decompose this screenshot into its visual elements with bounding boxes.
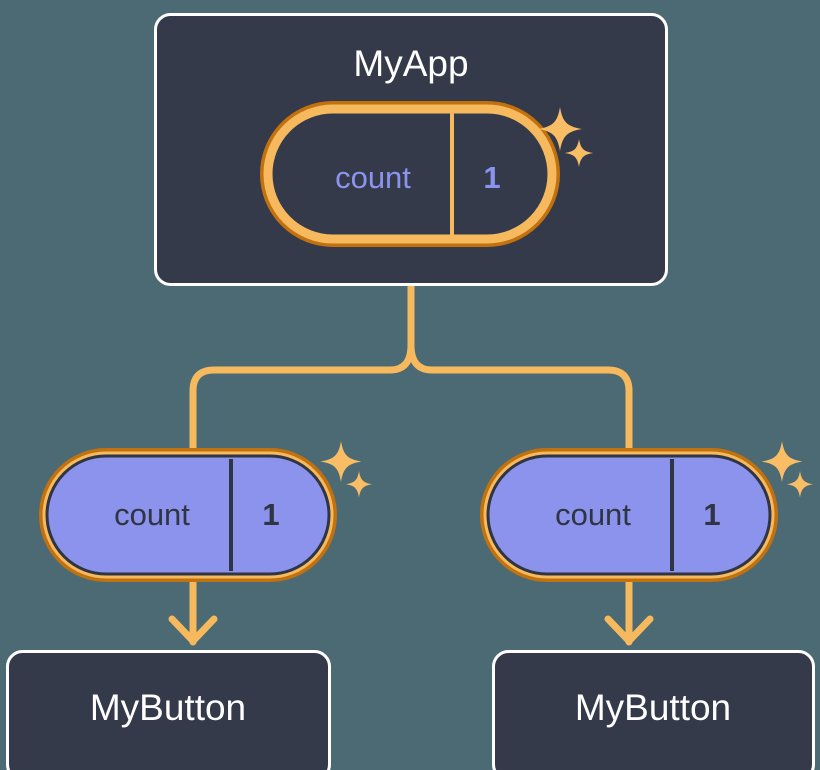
sparkle-small [346, 471, 372, 498]
node-card-mybutton-1[interactable]: MyButton [492, 650, 815, 770]
arrow-down-icon [168, 571, 654, 646]
pill-fill [45, 454, 331, 576]
sparkle-four-point-icon [761, 441, 813, 498]
signal-value-label: 1 [703, 497, 720, 532]
branch-connector-icon [189, 281, 633, 474]
sparkle-large [320, 441, 362, 482]
sparkle-small [787, 471, 813, 498]
signal-value-label: 1 [262, 497, 279, 532]
connector-left-leg [189, 341, 415, 474]
signal-key-label: count [335, 160, 411, 195]
page-title: MyApp [353, 43, 468, 84]
signal-key-label: count [555, 497, 631, 532]
pill-fill [486, 454, 772, 576]
signal-value-label: 1 [483, 160, 500, 195]
sparkle-four-point-icon [320, 441, 372, 498]
card-body [492, 650, 815, 770]
signal-pill-root[interactable]: count 1 [260, 101, 560, 247]
sparkle-large [761, 441, 803, 482]
card-body [6, 650, 331, 770]
card-title-label: MyButton [90, 687, 246, 728]
signal-key-label: count [114, 497, 190, 532]
card-title-label: MyButton [575, 687, 731, 728]
signal-pill-branch-1[interactable]: count 1 [480, 448, 778, 582]
sparkle-large [538, 107, 582, 151]
signal-pill-branch-0[interactable]: count 1 [39, 448, 337, 582]
sparkle-small [565, 139, 593, 167]
connector-right-leg [407, 341, 633, 474]
sparkle-four-point-icon [538, 107, 593, 167]
arrow-left-head [168, 615, 218, 645]
pill-ring-inner [263, 104, 557, 244]
node-card-mybutton-0[interactable]: MyButton [6, 650, 331, 770]
arrow-right-head [604, 615, 654, 645]
